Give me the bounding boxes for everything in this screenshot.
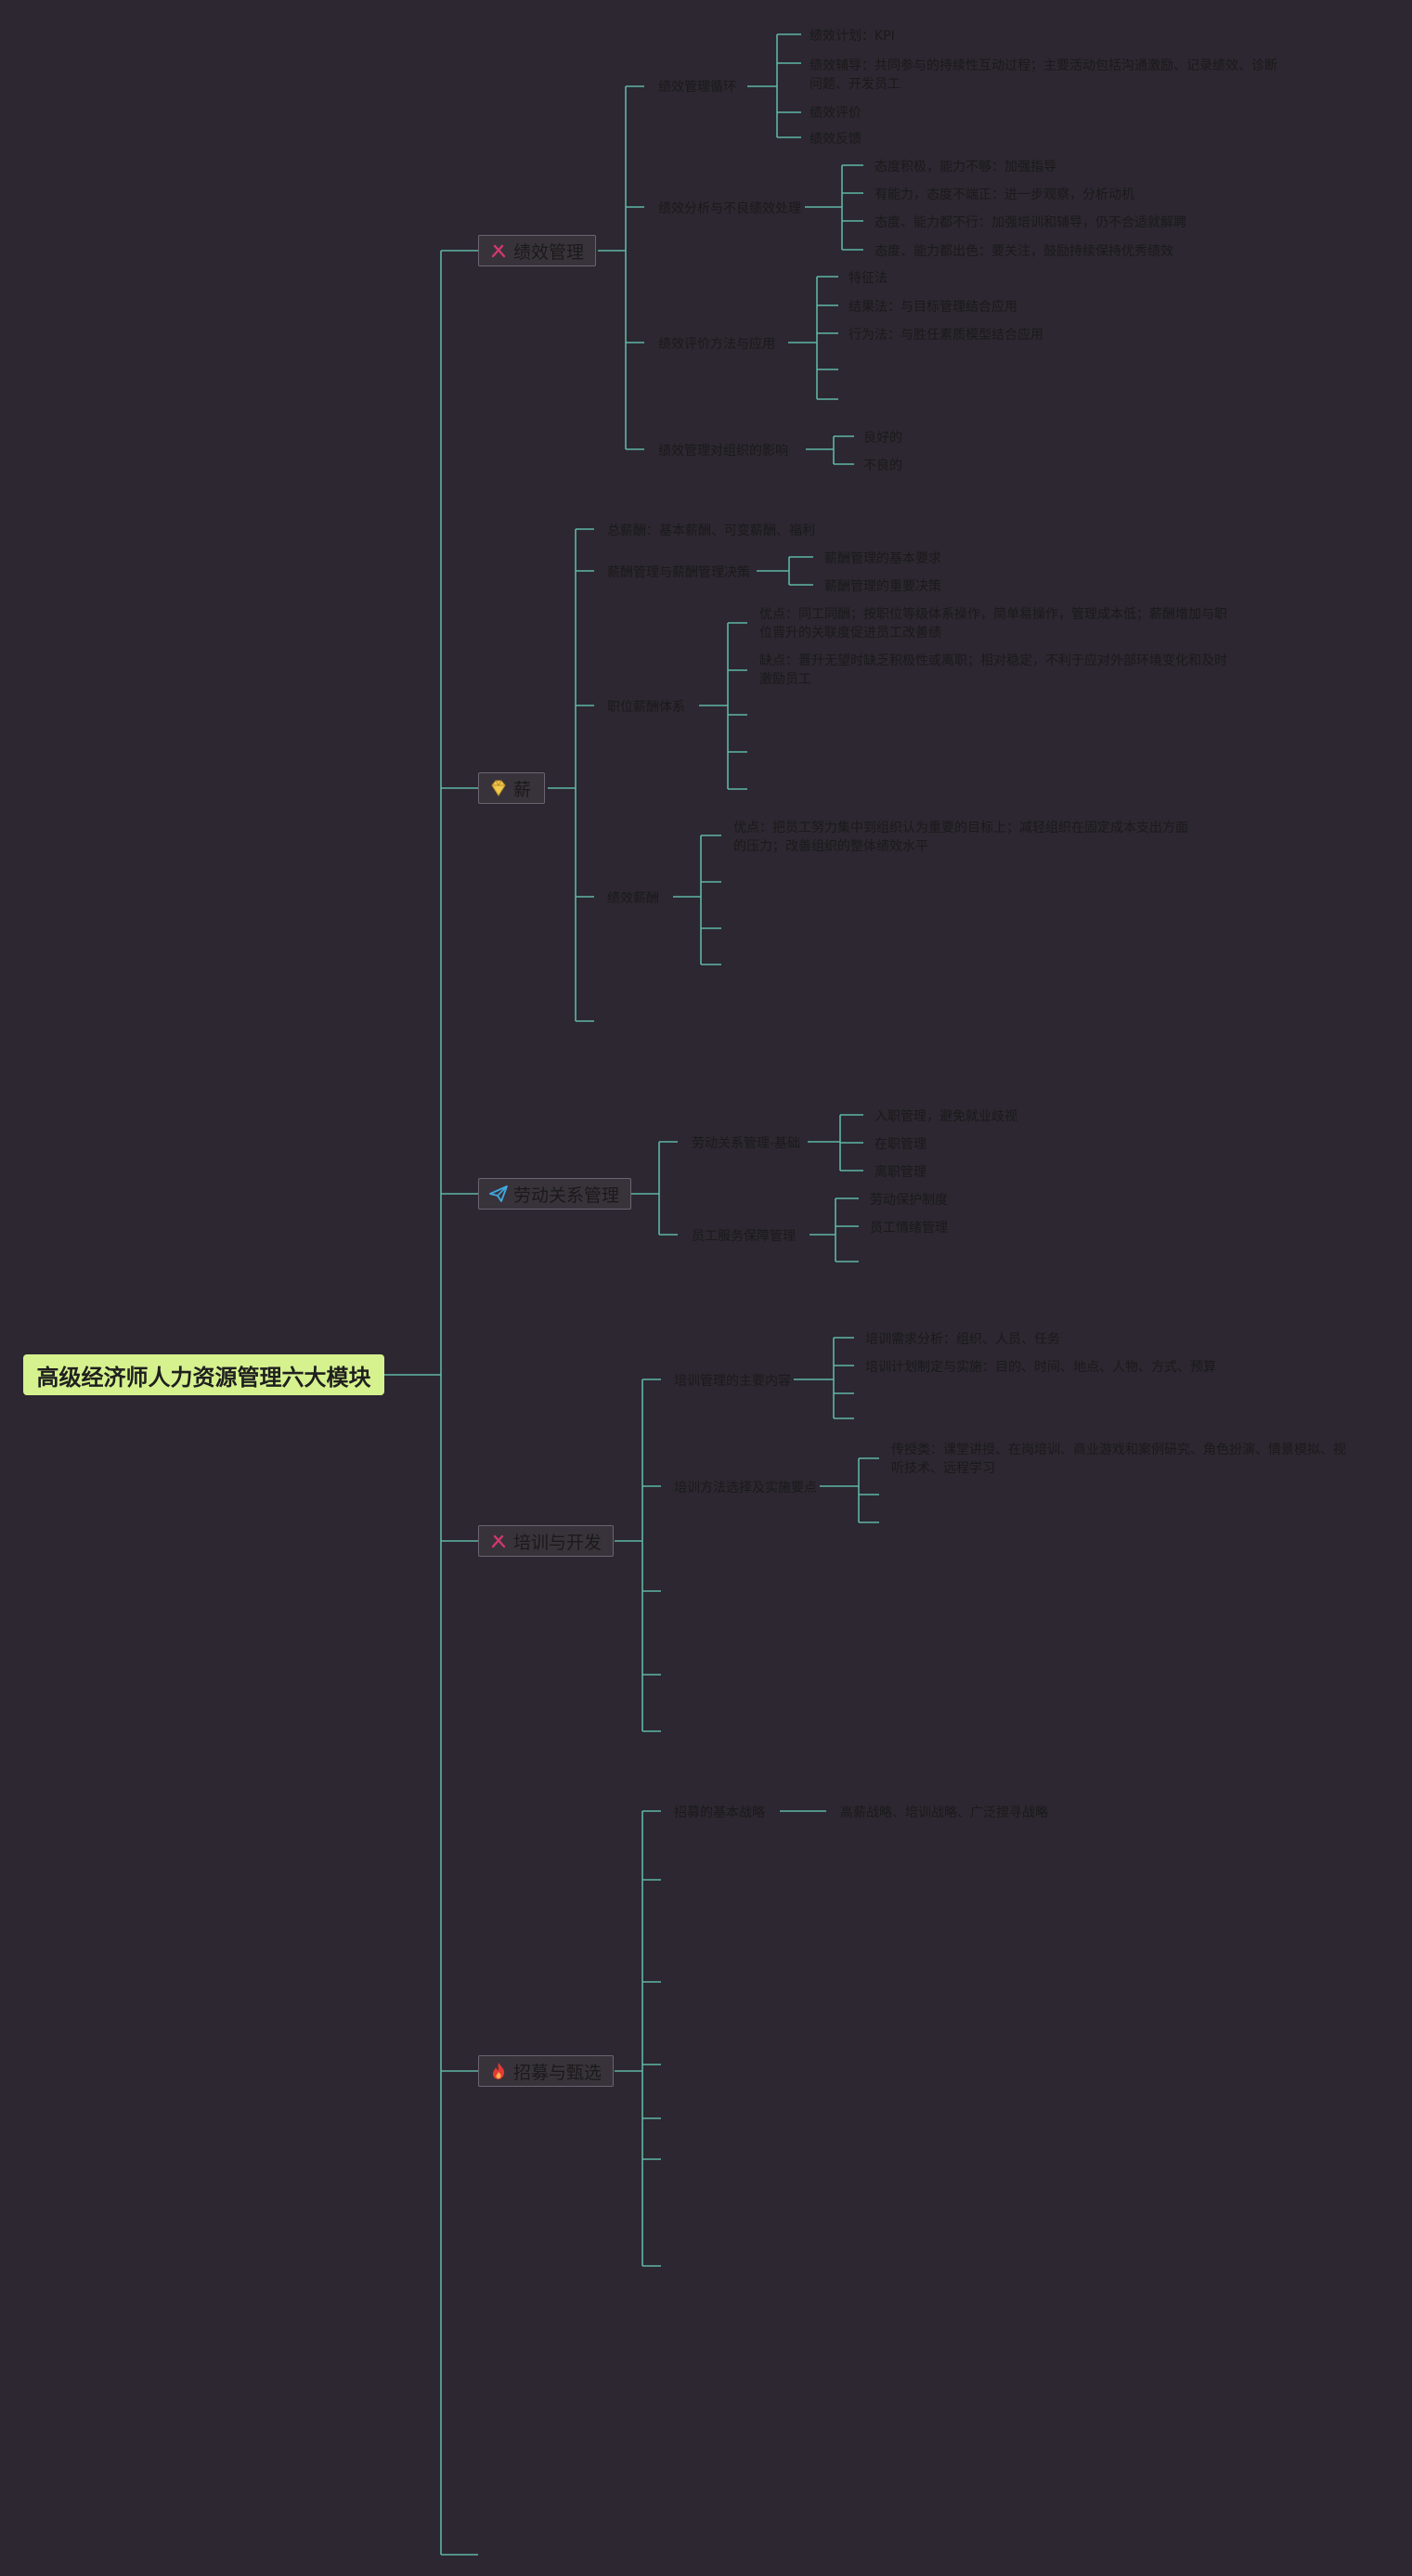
leaf-node: 绩效评价 xyxy=(810,106,861,121)
branch-recruitment[interactable]: 招募与甄选 xyxy=(478,2055,615,2087)
node-labor-basics: 劳动关系管理-基础 xyxy=(692,1136,801,1151)
branch-label: 招募与甄选 xyxy=(513,2062,602,2083)
leaf-node: 结果法：与目标管理结合应用 xyxy=(848,300,1017,315)
leaf-node: 不良的 xyxy=(863,459,902,473)
leaf-node: 优点：把员工努力集中到组织认为重要的目标上；减轻组织在固定成本支出方面的压力；改… xyxy=(733,821,1188,854)
leaf-node: 离职管理 xyxy=(874,1165,926,1180)
node-training-content: 培训管理的主要内容 xyxy=(674,1374,791,1389)
leaf-node: 薪酬管理的基本要求 xyxy=(824,551,941,566)
leaf-node: 入职管理，避免就业歧视 xyxy=(874,1109,1017,1124)
leaf-node: 培训需求分析：组织、人员、任务 xyxy=(865,1332,1060,1347)
root-topic[interactable]: 高级经济师人力资源管理六大模块 xyxy=(23,1354,384,1395)
node-evaluation-methods: 绩效评价方法与应用 xyxy=(658,337,775,352)
root-title: 高级经济师人力资源管理六大模块 xyxy=(36,1364,371,1391)
leaf-node: 薪酬管理的重要决策 xyxy=(824,579,941,594)
leaf-node: 态度、能力都不行：加强培训和辅导，仍不合适就解聘 xyxy=(874,215,1186,230)
leaf-node: 行为法：与胜任素质模型结合应用 xyxy=(848,328,1043,343)
node-compensation-decision: 薪酬管理与薪酬管理决策 xyxy=(607,565,750,580)
branch-compensation[interactable]: 薪 xyxy=(478,772,546,804)
leaf-node: 员工情绪管理 xyxy=(870,1221,948,1236)
node-org-impact: 绩效管理对组织的影响 xyxy=(658,444,788,459)
diamond-icon xyxy=(488,778,509,798)
branch-labor-relations[interactable]: 劳动关系管理 xyxy=(478,1178,632,1210)
leaf-node: 态度积极，能力不够：加强指导 xyxy=(874,160,1056,175)
node-recruitment-strategy: 招募的基本战略 xyxy=(674,1806,765,1820)
node-employee-service: 员工服务保障管理 xyxy=(692,1229,796,1244)
branch-label: 薪 xyxy=(513,779,532,800)
leaf-node: 良好的 xyxy=(863,431,902,446)
leaf-node: 在职管理 xyxy=(874,1137,926,1152)
leaf-node: 绩效计划：KPI xyxy=(810,29,895,44)
leaf-node: 绩效辅导：共同参与的持续性互动过程；主要活动包括沟通激励、记录绩效、诊断问题、开… xyxy=(810,58,1277,92)
leaf-node: 绩效反馈 xyxy=(810,132,861,147)
node-total-compensation: 总薪酬：基本薪酬、可变薪酬、福利 xyxy=(607,524,815,538)
node-performance-pay: 绩效薪酬 xyxy=(607,891,659,906)
node-position-pay: 职位薪酬体系 xyxy=(607,700,685,715)
leaf-node: 优点：同工同酬；按职位等级体系操作，简单易操作，管理成本低；薪酬增加与职位晋升的… xyxy=(759,607,1227,641)
paper-plane-icon xyxy=(488,1184,509,1204)
tools-icon xyxy=(488,240,509,261)
leaf-node: 态度、能力都出色：要关注，鼓励持续保持优秀绩效 xyxy=(874,244,1173,259)
leaf-node: 传授类：课堂讲授、在岗培训、商业游戏和案例研究、角色扮演、情景模拟、视听技术、远… xyxy=(891,1443,1346,1476)
branch-label: 培训与开发 xyxy=(513,1532,602,1553)
leaf-node: 劳动保护制度 xyxy=(870,1193,948,1208)
leaf-node: 高薪战略、培训战略、广泛搜寻战略 xyxy=(840,1806,1048,1820)
fire-icon xyxy=(488,2061,509,2081)
branch-training[interactable]: 培训与开发 xyxy=(478,1525,615,1557)
node-performance-analysis: 绩效分析与不良绩效处理 xyxy=(658,201,801,216)
node-performance-cycle: 绩效管理循环 xyxy=(658,80,736,95)
leaf-node: 特征法 xyxy=(848,271,887,286)
leaf-node: 培训计划制定与实施：目的、时间、地点、人物、方式、预算 xyxy=(865,1360,1216,1375)
leaf-node: 缺点：晋升无望时缺乏积极性或离职；相对稳定，不利于应对外部环境变化和及时激励员工 xyxy=(759,654,1227,687)
branch-label: 绩效管理 xyxy=(513,241,585,263)
branch-label: 劳动关系管理 xyxy=(513,1184,620,1206)
branch-performance[interactable]: 绩效管理 xyxy=(478,235,597,266)
leaf-node: 有能力，态度不端正：进一步观察，分析动机 xyxy=(874,188,1134,202)
node-training-methods: 培训方法选择及实施要点 xyxy=(674,1481,817,1495)
tools-icon xyxy=(488,1531,509,1551)
